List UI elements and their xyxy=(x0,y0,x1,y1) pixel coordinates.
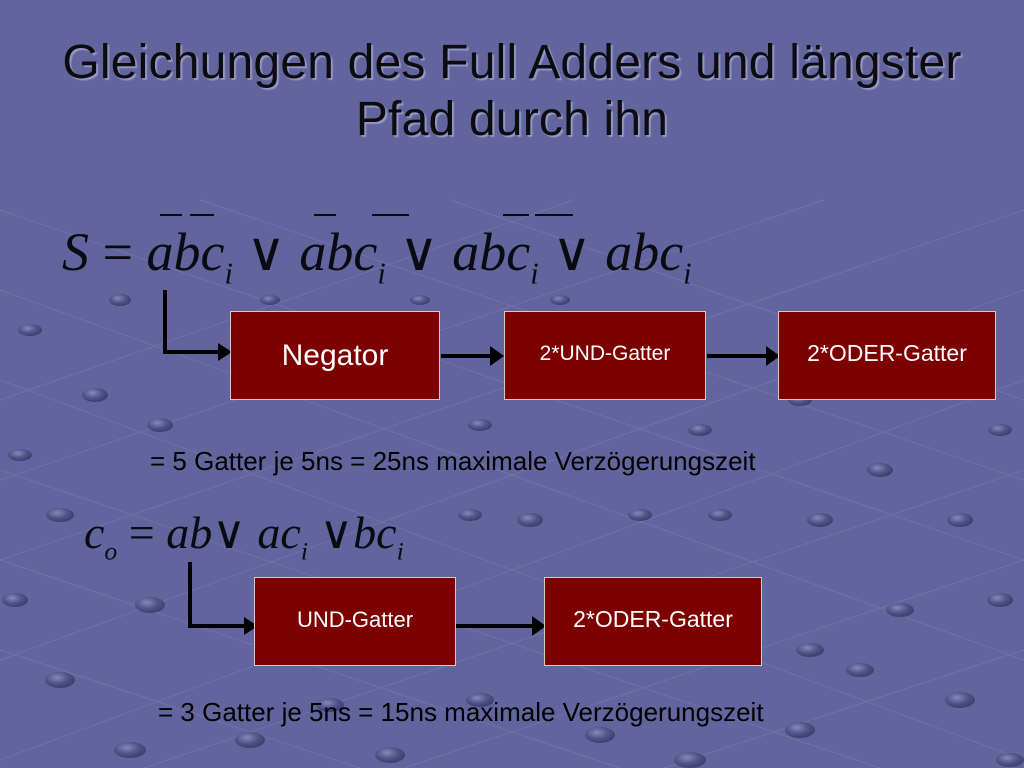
or-operator: ∨ xyxy=(246,222,286,282)
carry-term-2: aci xyxy=(257,507,308,566)
carry-equation: co = ab∨ aci ∨bci xyxy=(84,505,404,566)
or-operator: ∨ xyxy=(399,222,439,282)
sum-term-2: abci xyxy=(299,222,386,291)
sum-term-4: abci xyxy=(605,222,692,291)
negation-bar xyxy=(372,214,409,216)
carry-lhs: co xyxy=(84,507,118,566)
carry-term-1: ab xyxy=(166,507,213,558)
sum-lhs: S xyxy=(62,222,89,282)
negation-bar xyxy=(535,214,573,216)
negation-bar xyxy=(190,214,214,216)
or-operator: ∨ xyxy=(552,222,592,282)
sum-equation: S = abci ∨ abci ∨ abci ∨ abci xyxy=(62,220,692,291)
page-title: Gleichungen des Full Adders und längster… xyxy=(62,36,962,146)
or-operator: ∨ xyxy=(212,507,246,558)
arrowhead-icon xyxy=(766,346,780,366)
equals-sign: = xyxy=(128,507,155,558)
negator-box: Negator xyxy=(230,311,440,400)
negation-bar xyxy=(314,214,336,216)
sum-delay-result: = 5 Gatter je 5ns = 25ns maximale Verzög… xyxy=(150,446,756,476)
or-operator: ∨ xyxy=(319,507,354,558)
connector-arrow xyxy=(163,290,222,354)
carry-delay-result: = 3 Gatter je 5ns = 15ns maximale Verzög… xyxy=(158,697,764,727)
sum-term-3: abci xyxy=(452,222,539,291)
und-gatter-box: 2*UND-Gatter xyxy=(504,311,706,400)
arrowhead-icon xyxy=(218,343,232,361)
oder-gatter-box: 2*ODER-Gatter xyxy=(544,577,762,666)
und-gatter-box: UND-Gatter xyxy=(254,577,456,666)
arrowhead-icon xyxy=(244,617,258,635)
negation-bar xyxy=(160,214,182,216)
arrowhead-icon xyxy=(532,616,546,636)
arrowhead-icon xyxy=(490,346,504,366)
oder-gatter-box: 2*ODER-Gatter xyxy=(778,311,996,400)
equals-sign: = xyxy=(102,222,133,282)
connector-arrow xyxy=(188,562,248,628)
sum-term-1: abci xyxy=(146,222,233,291)
carry-term-3: bci xyxy=(353,507,404,566)
negation-bar xyxy=(503,214,529,216)
